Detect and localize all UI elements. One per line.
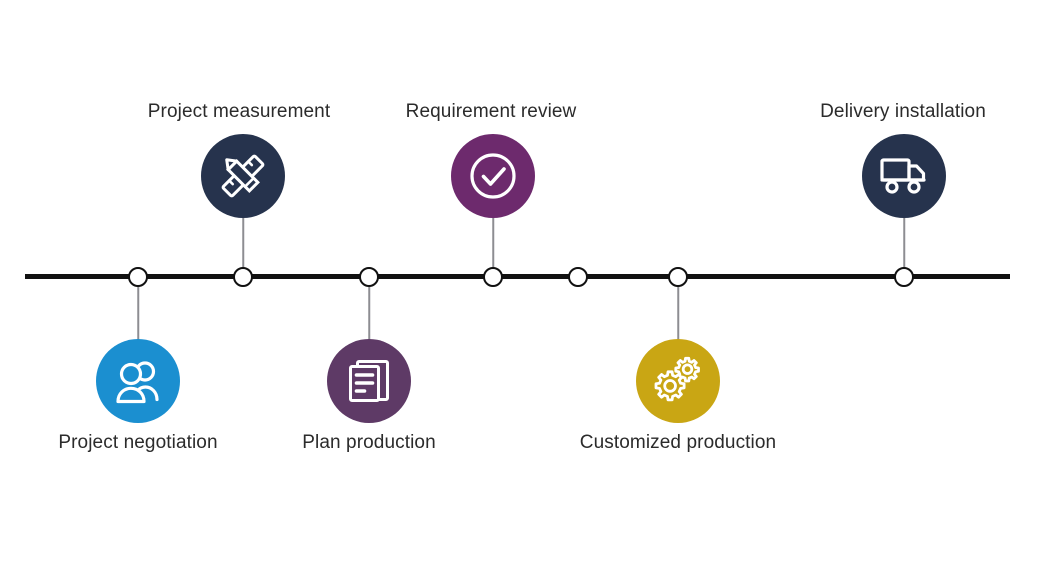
timeline-node-dot-4[interactable] xyxy=(483,267,503,287)
step-icon-project-measurement[interactable] xyxy=(201,134,285,218)
gears-icon xyxy=(651,356,705,406)
timeline-axis xyxy=(25,274,1010,279)
step-icon-plan-production[interactable] xyxy=(327,339,411,423)
connector-stem-delivery-installation xyxy=(903,216,905,277)
delivery-truck-icon xyxy=(879,155,929,197)
timeline-node-dot-7[interactable] xyxy=(568,267,588,287)
users-group-icon xyxy=(112,358,164,404)
step-label-requirement-review: Requirement review xyxy=(405,101,577,122)
connector-stem-requirement-review xyxy=(492,216,494,277)
connector-stem-project-measurement xyxy=(242,216,244,277)
connector-stem-project-negotiation xyxy=(137,279,139,341)
pencil-ruler-icon xyxy=(218,151,268,201)
check-circle-icon xyxy=(467,150,519,202)
step-icon-requirement-review[interactable] xyxy=(451,134,535,218)
timeline-node-dot-6[interactable] xyxy=(894,267,914,287)
step-icon-customized-production[interactable] xyxy=(636,339,720,423)
step-icon-delivery-installation[interactable] xyxy=(862,134,946,218)
step-label-project-negotiation: Project negotiation xyxy=(58,432,218,453)
step-icon-project-negotiation[interactable] xyxy=(96,339,180,423)
connector-stem-plan-production xyxy=(368,279,370,341)
step-label-project-measurement: Project measurement xyxy=(147,101,331,122)
step-label-plan-production: Plan production xyxy=(302,432,436,453)
documents-icon xyxy=(346,357,392,405)
step-label-delivery-installation: Delivery installation xyxy=(820,101,986,122)
timeline-node-dot-1[interactable] xyxy=(128,267,148,287)
timeline-node-dot-5[interactable] xyxy=(668,267,688,287)
timeline-node-dot-3[interactable] xyxy=(359,267,379,287)
step-label-customized-production: Customized production xyxy=(579,432,777,453)
timeline-node-dot-2[interactable] xyxy=(233,267,253,287)
connector-stem-customized-production xyxy=(677,279,679,341)
